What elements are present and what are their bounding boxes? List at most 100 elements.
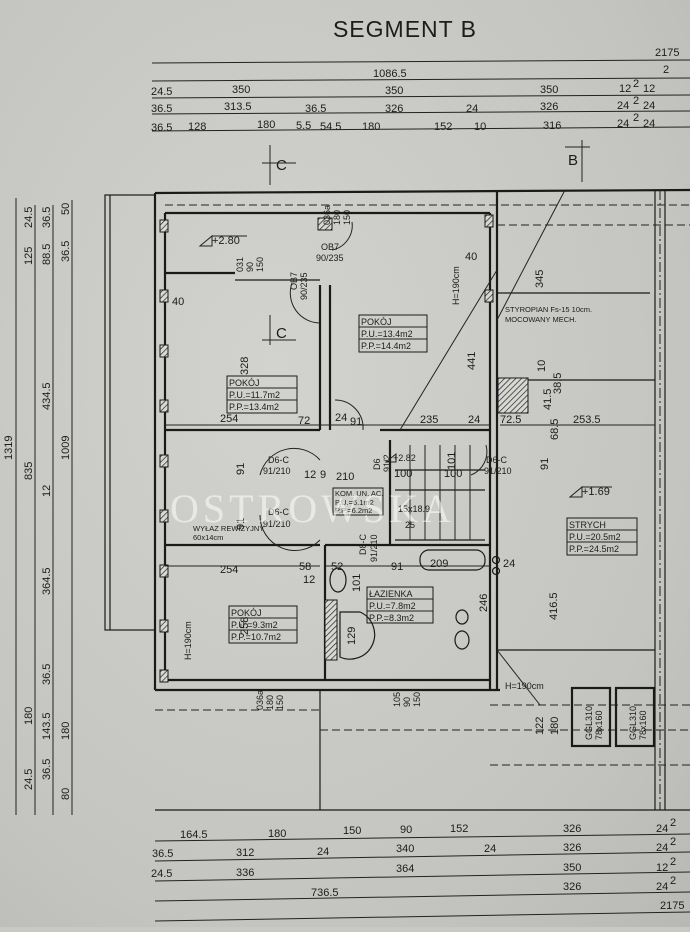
dim: 350	[563, 862, 581, 874]
level-mark: +1.69	[582, 486, 610, 498]
dim: 2	[633, 112, 639, 124]
door-size: 91/210	[263, 519, 291, 529]
dim: 2	[670, 836, 676, 848]
level-marks: +2.80 +2.82 +1.69	[198, 234, 612, 498]
window-dim: 150	[255, 257, 265, 272]
dim: 10	[474, 121, 486, 133]
room-label-pokoj-3: POKÓJ P.U.=9.3m2 P.P.=10.7m2	[228, 605, 298, 644]
door-swing	[259, 514, 321, 551]
dim: 312	[236, 847, 254, 859]
dim: 143.5	[41, 712, 53, 740]
dim: 326	[563, 881, 581, 893]
window-dim: 90	[245, 262, 255, 272]
window-dim: 105	[392, 692, 402, 707]
dim: 326	[385, 103, 403, 115]
room-usable-area: P.U.=7.8m2	[369, 601, 416, 611]
dim: 1086.5	[373, 68, 407, 80]
dim: 12	[656, 862, 668, 874]
dim: 12	[643, 83, 655, 95]
dim: 24	[484, 843, 496, 855]
dim: 736.5	[311, 887, 339, 899]
dim: 100	[444, 468, 462, 480]
dim: 441	[466, 352, 478, 370]
dim: 253.5	[573, 414, 601, 426]
bidet	[455, 609, 469, 625]
section-markers: C C B	[262, 140, 590, 345]
dim: 101	[446, 452, 458, 470]
dim: 24.5	[23, 769, 35, 790]
stairs-note: 25	[405, 520, 415, 530]
dim: 50	[60, 203, 72, 215]
bathtub	[419, 549, 486, 571]
dim: 364	[396, 863, 414, 875]
shower	[339, 611, 376, 660]
dim: 258	[239, 617, 251, 635]
dim: 209	[430, 558, 448, 570]
dim: 36.5	[305, 103, 326, 115]
window-dim: 150	[342, 210, 352, 225]
dim: 36.5	[41, 759, 53, 780]
dim: 152	[450, 823, 468, 835]
room-usable-area: P.U.=20.5m2	[569, 532, 621, 542]
dim: 24	[468, 414, 480, 426]
window-dim: 180	[332, 210, 342, 225]
dim: 72.5	[500, 414, 521, 426]
dim: 1319	[3, 436, 15, 460]
dim: 91	[235, 463, 247, 475]
dim: 164.5	[180, 829, 208, 841]
watermark: OSTROWSKA	[170, 486, 455, 531]
dim: 24	[317, 846, 329, 858]
dim: 326	[563, 823, 581, 835]
window-dim: 031	[235, 257, 245, 272]
dim: 12	[41, 485, 53, 497]
dim: 36.5	[152, 848, 173, 860]
level-mark: +2.82	[393, 453, 416, 463]
window-dim: 150	[412, 692, 422, 707]
dim: 336	[236, 867, 254, 879]
door-swing	[331, 221, 353, 251]
dim: 90	[400, 824, 412, 836]
dim: 38.5	[552, 373, 564, 394]
dim: 24	[466, 103, 478, 115]
window-dim: 150	[275, 695, 285, 710]
dim: 24	[656, 823, 668, 835]
dim: 350	[385, 85, 403, 97]
room-label-pokoj-2: POKÓJ P.U.=13.4m2 P.P.=14.4m2	[358, 314, 428, 353]
room-usable-area: P.U.=6.1m2	[335, 498, 374, 507]
height-note: H=190cm	[505, 681, 544, 691]
dim: 180	[268, 828, 286, 840]
dim: 434.5	[41, 382, 53, 410]
dim: 52	[331, 561, 343, 573]
dim: 12	[303, 574, 315, 586]
dim: 2	[663, 64, 669, 76]
hatch-note: 60x14cm	[193, 533, 223, 542]
room-floor-area: P.P.=8.3m2	[369, 613, 414, 623]
room-label-pokoj-1: POKÓJ P.U.=11.7m2 P.P.=13.4m2	[226, 375, 298, 414]
insulation-note: STYROPIAN Fs-15 10cm.	[505, 305, 592, 314]
dim: 80	[60, 788, 72, 800]
window-dim: 180	[265, 695, 275, 710]
room-floor-area: P.P.=6.2m2	[335, 506, 372, 515]
dim: 40	[465, 251, 477, 263]
dim: 1009	[60, 436, 72, 460]
dim: 150	[343, 825, 361, 837]
insulation-note: MOCOWANY MECH.	[505, 315, 577, 324]
window-dim: 036a	[255, 690, 265, 710]
top-dimension-lines	[151, 59, 690, 132]
dim: 152	[434, 121, 452, 133]
hatch-note: WYŁAZ REWIZYJNY	[193, 524, 264, 533]
dim: 24	[617, 100, 629, 112]
room-floor-area: P.P.=24.5m2	[569, 544, 619, 554]
washbasin	[329, 567, 347, 593]
dim: 5.5	[296, 120, 311, 132]
dim: 36.5	[60, 241, 72, 262]
dim: 2	[633, 95, 639, 107]
dim: 326	[540, 101, 558, 113]
top-dimensions: 2175 1086.5 2 24.5 350 350 350 12 2 12 3…	[151, 47, 679, 134]
door-type: OB7	[321, 242, 339, 252]
room-floor-area: P.P.=13.4m2	[229, 402, 279, 412]
bottom-dimensions: 164.5 180 150 90 152 326 24 2 36.5 312 2…	[151, 817, 684, 912]
dim: 24	[656, 842, 668, 854]
